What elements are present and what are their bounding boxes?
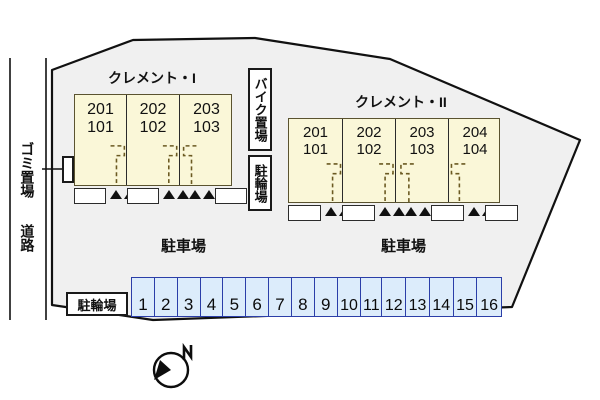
parking-space[interactable]: 4 <box>201 278 224 316</box>
stair-triangle-icon <box>203 190 215 199</box>
parking-space[interactable]: 14 <box>430 278 454 316</box>
building-1: 201 101 202 102 203 103 <box>74 94 232 186</box>
balcony-103 <box>215 188 247 204</box>
parking-space[interactable]: 9 <box>315 278 338 316</box>
stair-triangle-icon <box>468 207 480 216</box>
stair-triangle-icon <box>110 190 122 199</box>
stair-triangle-icon <box>163 190 175 199</box>
compass-icon <box>152 342 193 389</box>
stairs-unit-3 <box>405 207 431 216</box>
parking-space[interactable]: 16 <box>480 297 499 314</box>
bicycle-parking-label-bottom: 駐輪場 <box>66 292 128 316</box>
stair-triangle-icon <box>177 190 189 199</box>
parking-space[interactable]: 15 <box>454 278 478 316</box>
parking-space[interactable]: 10 <box>338 278 362 316</box>
parking-space-row: 1 2 3 4 5 6 7 8 9 10 11 12 13 14 15 16 <box>131 277 502 317</box>
parking-space[interactable]: 6 <box>246 278 270 316</box>
balcony-101 <box>74 188 106 204</box>
stairs-unit-2 <box>163 190 189 199</box>
building-1-title: クレメント・I <box>108 70 196 86</box>
gomi-label: ゴミ置場 <box>19 142 36 198</box>
building-2: 201 101 202 102 203 103 204 104 <box>288 118 500 203</box>
stairs-unit-3 <box>189 190 215 199</box>
stair-triangle-icon <box>189 190 201 199</box>
stair-triangle-icon <box>405 207 417 216</box>
building-2-title: クレメント・II <box>355 94 447 110</box>
parking-space[interactable]: 11 <box>361 278 383 316</box>
building-1-entry-strip <box>74 186 247 206</box>
parking-space[interactable]: 2 <box>155 278 178 316</box>
stair-triangle-icon <box>379 207 391 216</box>
stair-triangle-icon <box>325 207 337 216</box>
building-1-partition-dashes <box>110 145 197 185</box>
stair-triangle-icon <box>419 207 431 216</box>
parking-space[interactable]: 13 <box>406 278 430 316</box>
balcony-102 <box>127 188 159 204</box>
parking-space[interactable]: 5 <box>223 278 247 316</box>
building-1-parking-label: 駐車場 <box>161 238 207 255</box>
gate-marker <box>62 156 74 183</box>
bicycle-parking-label-center: 駐輪場 <box>248 155 272 211</box>
building-2-entry-strip <box>288 203 518 223</box>
parking-space[interactable]: 3 <box>178 278 201 316</box>
parking-space[interactable]: 8 <box>292 278 315 316</box>
building-2-partition-dashes <box>326 163 466 202</box>
balcony-102 <box>342 205 375 221</box>
stair-triangle-icon <box>393 207 405 216</box>
parking-space[interactable]: 12 <box>382 278 407 316</box>
parking-space[interactable]: 1 <box>132 278 155 316</box>
balcony-104 <box>485 205 518 221</box>
bike-parking-label: バイク置場 <box>248 68 272 151</box>
balcony-103 <box>431 205 464 221</box>
road-label: 道路 <box>19 224 36 252</box>
building-2-parking-label: 駐車場 <box>381 238 427 255</box>
balcony-101 <box>288 205 321 221</box>
parking-space[interactable]: 7 <box>269 278 292 316</box>
stairs-unit-2 <box>379 207 405 216</box>
